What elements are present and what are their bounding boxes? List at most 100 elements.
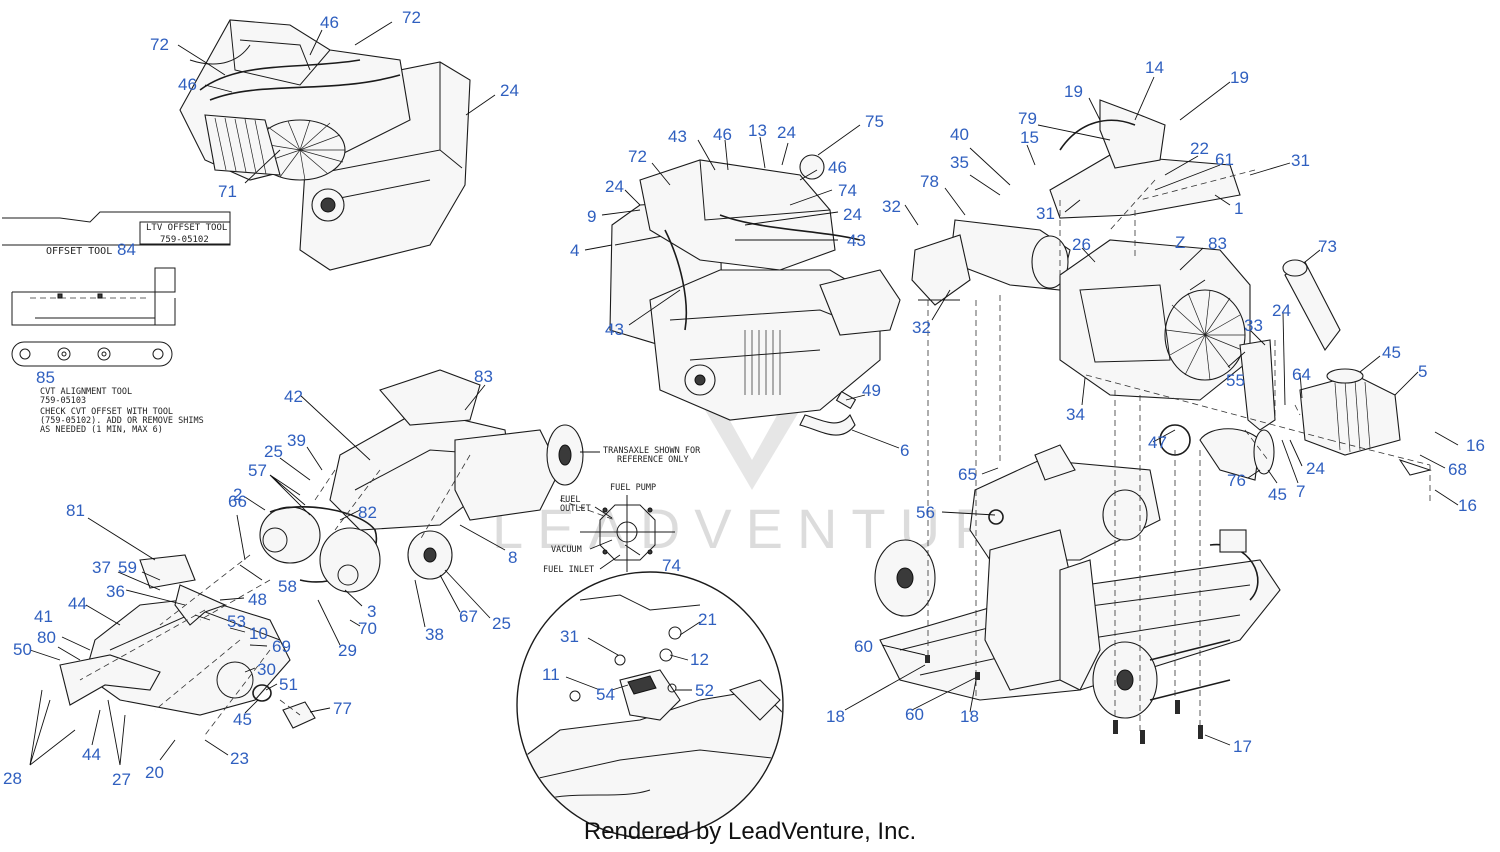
- callout-46: 46: [178, 75, 197, 94]
- callout-60: 60: [854, 637, 873, 656]
- callout-48: 48: [248, 590, 267, 609]
- callout-3: 3: [367, 602, 376, 621]
- offset-tool-label: OFFSET TOOL: [46, 246, 112, 257]
- alignment-dashes: [79, 169, 1431, 736]
- watermark: LEADVENTURE: [492, 410, 1060, 560]
- callout-57: 57: [248, 461, 267, 480]
- callout-47: 47: [1148, 433, 1167, 452]
- callout-18: 18: [960, 707, 979, 726]
- cvt-assembly-left: [59, 369, 584, 729]
- callout-49: 49: [862, 381, 881, 400]
- callout-20: 20: [145, 763, 164, 782]
- callout-56: 56: [916, 503, 935, 522]
- callout-19: 19: [1230, 68, 1249, 87]
- cvt-note-line-3: AS NEEDED (1 MIN, MAX 6): [40, 425, 163, 435]
- callout-52: 52: [695, 681, 714, 700]
- callout-13: 13: [748, 121, 767, 140]
- callout-31: 31: [1036, 204, 1055, 223]
- callout-12: 12: [690, 650, 709, 669]
- callout-72: 72: [150, 35, 169, 54]
- callout-7: 7: [1296, 482, 1305, 501]
- fuel-pump-schematic: FUEL PUMP FUEL OUTLET VACUUM FUEL INLET: [543, 483, 675, 575]
- callout-78: 78: [920, 172, 939, 191]
- callout-72: 72: [402, 8, 421, 27]
- callout-61: 61: [1215, 150, 1234, 169]
- callout-24: 24: [777, 123, 796, 142]
- callout-82: 82: [358, 503, 377, 522]
- frame-and-transaxle: [874, 444, 1281, 744]
- callout-43: 43: [847, 231, 866, 250]
- callout-28: 28: [3, 769, 22, 788]
- callout-74: 74: [838, 181, 857, 200]
- callout-44: 44: [82, 745, 101, 764]
- callout-53: 53: [227, 612, 246, 631]
- engine-assembly-top-right: [911, 99, 1432, 481]
- part-callouts: 72 46 72 46 24 71 84 85 43 46 13 24 75 7…: [3, 8, 1485, 789]
- callout-35: 35: [950, 153, 969, 172]
- callout-19: 19: [1064, 82, 1083, 101]
- callout-45: 45: [1382, 343, 1401, 362]
- engine-assembly-center: [609, 154, 901, 436]
- cvt-alignment-label: CVT ALIGNMENT TOOL: [40, 387, 132, 397]
- callout-73: 73: [1318, 237, 1337, 256]
- callout-1: 1: [1234, 199, 1243, 218]
- callout-54: 54: [596, 685, 615, 704]
- callout-83: 83: [474, 367, 493, 386]
- callout-6: 6: [900, 441, 909, 460]
- callout-66: 66: [228, 492, 247, 511]
- callout-23: 23: [230, 749, 249, 768]
- offset-tool-stamp: LTV OFFSET TOOL: [146, 223, 227, 233]
- watermark-text: LEADVENTURE: [492, 497, 1060, 560]
- callout-24: 24: [843, 205, 862, 224]
- callout-16: 16: [1458, 496, 1477, 515]
- callout-32: 32: [912, 318, 931, 337]
- callout-72: 72: [628, 147, 647, 166]
- callout-38: 38: [425, 625, 444, 644]
- detail-inset-circle: [516, 571, 784, 839]
- fuel-inlet-label: FUEL INLET: [543, 565, 594, 575]
- callout-75: 75: [865, 112, 884, 131]
- callout-45: 45: [1268, 485, 1287, 504]
- callout-64: 64: [1292, 365, 1311, 384]
- callout-32: 32: [882, 197, 901, 216]
- footer-credit: Rendered by LeadVenture, Inc.: [583, 818, 917, 845]
- cvt-alignment-tool: CVT ALIGNMENT TOOL 759-05103 CHECK CVT O…: [11, 341, 204, 435]
- fuel-outlet-line-1: FUEL: [560, 495, 580, 505]
- cvt-alignment-part-number: 759-05103: [40, 396, 86, 406]
- callout-27: 27: [112, 770, 131, 789]
- callout-36: 36: [106, 582, 125, 601]
- callout-80: 80: [37, 628, 56, 647]
- callout-74: 74: [662, 556, 681, 575]
- transaxle-note-line-1: TRANSAXLE SHOWN FOR: [603, 446, 701, 456]
- callout-24: 24: [500, 81, 519, 100]
- callout-39: 39: [287, 431, 306, 450]
- callout-45: 45: [233, 710, 252, 729]
- offset-tool: LTV OFFSET TOOL 759-05102 OFFSET TOOL: [2, 211, 231, 326]
- callout-79: 79: [1018, 109, 1037, 128]
- callout-14: 14: [1145, 58, 1164, 77]
- transaxle-note: TRANSAXLE SHOWN FOR REFERENCE ONLY: [580, 446, 701, 465]
- callout-77: 77: [333, 699, 352, 718]
- callout-46: 46: [828, 158, 847, 177]
- callout-55: 55: [1226, 371, 1245, 390]
- callout-51: 51: [279, 675, 298, 694]
- callout-42: 42: [284, 387, 303, 406]
- callout-34: 34: [1066, 405, 1085, 424]
- callout-70: 70: [358, 619, 377, 638]
- fuel-outlet-line-2: OUTLET: [560, 504, 591, 514]
- callout-71: 71: [218, 182, 237, 201]
- callout-68: 68: [1448, 460, 1467, 479]
- callout-4: 4: [570, 241, 579, 260]
- callout-83: 83: [1208, 234, 1227, 253]
- callout-67: 67: [459, 607, 478, 626]
- callout-5: 5: [1418, 362, 1427, 381]
- callout-26: 26: [1072, 235, 1091, 254]
- callout-24: 24: [605, 177, 624, 196]
- callout-21: 21: [698, 610, 717, 629]
- callout-40: 40: [950, 125, 969, 144]
- engine-assembly-top-left: [179, 19, 471, 271]
- callout-46: 46: [713, 125, 732, 144]
- callout-81: 81: [66, 501, 85, 520]
